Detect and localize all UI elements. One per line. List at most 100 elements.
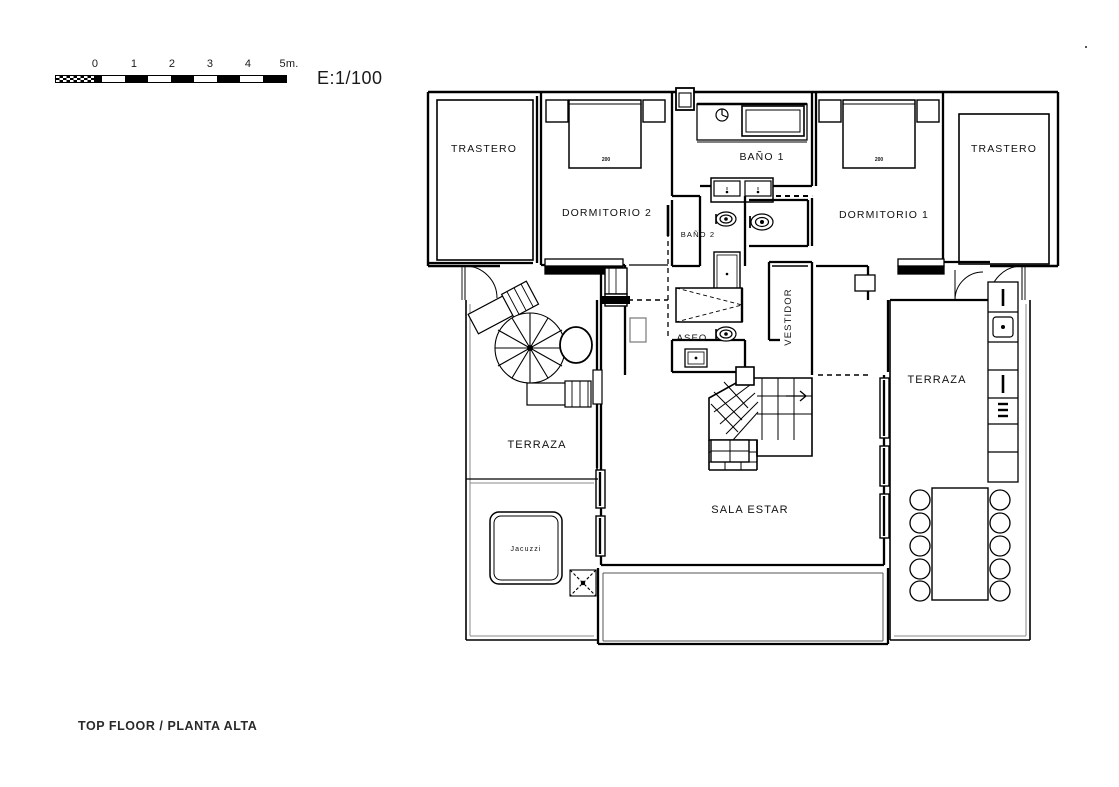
terraza-right-door-swing <box>954 270 984 301</box>
wardrobe-dormitorio-1 <box>897 258 945 275</box>
toilet-wc <box>749 213 774 231</box>
toilet-bano-2 <box>715 211 737 227</box>
lower-terrace-slab <box>596 568 890 646</box>
shower-screen-unit <box>675 287 744 323</box>
roof-shaft <box>675 87 695 111</box>
dining-chair-left-5 <box>909 580 931 602</box>
label-sala-estar: SALA ESTAR <box>711 504 788 516</box>
terraza-right-parapet <box>894 304 1027 637</box>
scale-tick-3: 3 <box>206 58 214 70</box>
label-aseo: ASEO <box>677 333 708 344</box>
room-label-layer: TRASTERO DORMITORIO 2 BAÑO 1 BAÑO 2 ASEO… <box>451 143 1037 553</box>
bano-2-walls <box>670 200 745 342</box>
dimension-layer: 200 200 <box>602 157 884 163</box>
nightstand-left-2 <box>545 99 569 123</box>
sala-estar-skylight <box>710 439 750 463</box>
armchair-dormitorio-1 <box>854 274 876 292</box>
scale-tick-labels: 0 1 2 3 4 5m. <box>55 58 305 74</box>
registration-dot <box>1085 46 1087 48</box>
sheet-caption: TOP FLOOR / PLANTA ALTA <box>78 719 258 733</box>
sala-estar-glazing-east <box>879 377 890 539</box>
scale-seg <box>102 76 125 82</box>
sun-lounger-2 <box>526 380 592 408</box>
terraza-right-walls <box>889 300 1031 641</box>
terraza-right-upper-wall <box>886 298 990 372</box>
scale-tick-4: 4 <box>244 58 252 70</box>
terraza-left-parapet <box>469 304 594 637</box>
trastero-left-partition <box>428 96 539 265</box>
bed-dormitorio-1 <box>842 99 916 169</box>
label-trastero-left: TRASTERO <box>451 143 517 155</box>
nightstand-left-1 <box>818 99 842 123</box>
scale-bar-checker <box>55 75 95 83</box>
toilet-aseo <box>715 326 737 342</box>
parasol-icon <box>494 312 566 384</box>
scale-seg <box>217 76 240 82</box>
aseo-walls <box>670 340 747 374</box>
trastero-right-walls <box>958 113 1050 265</box>
outdoor-kitchen-grill-icon <box>998 402 1008 418</box>
sink-2 <box>744 180 772 197</box>
outer-walls <box>426 90 1060 268</box>
sink-1 <box>713 180 741 197</box>
label-jacuzzi: Jacuzzi <box>510 546 541 553</box>
dining-chair-right-4 <box>989 558 1011 580</box>
dashed-guides <box>628 195 872 376</box>
stair-direction-arrow <box>786 390 808 402</box>
sala-estar-glazing-west <box>595 469 606 557</box>
scale-tick-2: 2 <box>168 58 176 70</box>
scale-bar-group: 0 1 2 3 4 5m. E:1/100 <box>55 58 385 98</box>
scale-tick-5: 5m. <box>279 58 299 70</box>
dining-chair-right-1 <box>989 489 1011 511</box>
dining-chair-left-4 <box>909 558 931 580</box>
scale-tick-1: 1 <box>130 58 138 70</box>
corridor-window <box>629 317 647 343</box>
annotation-bed-width-right: 200 <box>875 157 884 163</box>
shower-drain-icon <box>715 108 729 122</box>
scale-seg <box>148 76 171 82</box>
dining-chair-left-1 <box>909 489 931 511</box>
sink-aseo <box>684 348 708 368</box>
label-dormitorio-1: DORMITORIO 1 <box>839 209 929 221</box>
label-terraza-right: TERRAZA <box>907 374 966 386</box>
dormitorio-1-wall-east <box>941 92 990 264</box>
nightstand-right-1 <box>916 99 940 123</box>
scale-seg <box>171 76 194 82</box>
nightstand-right-2 <box>642 99 666 123</box>
corridor-cabinet <box>600 267 630 307</box>
scale-ratio-label: E:1/100 <box>317 68 383 88</box>
bed-dormitorio-2 <box>568 99 642 169</box>
label-vestidor: VESTIDOR <box>783 288 794 345</box>
trastero-left-door-swing <box>461 265 498 300</box>
outdoor-kitchen-sink-icon <box>992 316 1014 338</box>
scale-seg <box>240 76 263 82</box>
drain-grate-icon <box>569 569 597 597</box>
label-trastero-right: TRASTERO <box>971 143 1037 155</box>
label-dormitorio-2: DORMITORIO 2 <box>562 207 652 219</box>
trastero-left-walls <box>436 99 534 261</box>
annotation-bed-width-left: 200 <box>602 157 611 163</box>
sun-lounger-1 <box>467 280 540 335</box>
scale-seg <box>194 76 217 82</box>
vestidor-walls <box>767 198 814 375</box>
lower-terrace-inner <box>602 572 884 642</box>
scale-seg <box>125 76 148 82</box>
label-bano-1: BAÑO 1 <box>739 150 784 163</box>
jacuzzi-shell <box>489 511 563 585</box>
side-table-icon <box>559 326 593 364</box>
dining-chair-left-3 <box>909 535 931 557</box>
dining-chair-right-5 <box>989 580 1011 602</box>
scale-seg <box>263 76 286 82</box>
dining-table <box>931 487 989 601</box>
scale-tick-0: 0 <box>91 58 99 70</box>
outdoor-kitchen-counter <box>987 281 1019 483</box>
stair-newel-post <box>735 366 755 386</box>
label-terraza-left: TERRAZA <box>507 439 566 451</box>
dining-chair-right-3 <box>989 535 1011 557</box>
label-bano-2: BAÑO 2 <box>681 230 715 239</box>
terraza-left-wall-gap <box>592 369 603 468</box>
bathtub <box>741 105 805 137</box>
dining-chair-left-2 <box>909 512 931 534</box>
